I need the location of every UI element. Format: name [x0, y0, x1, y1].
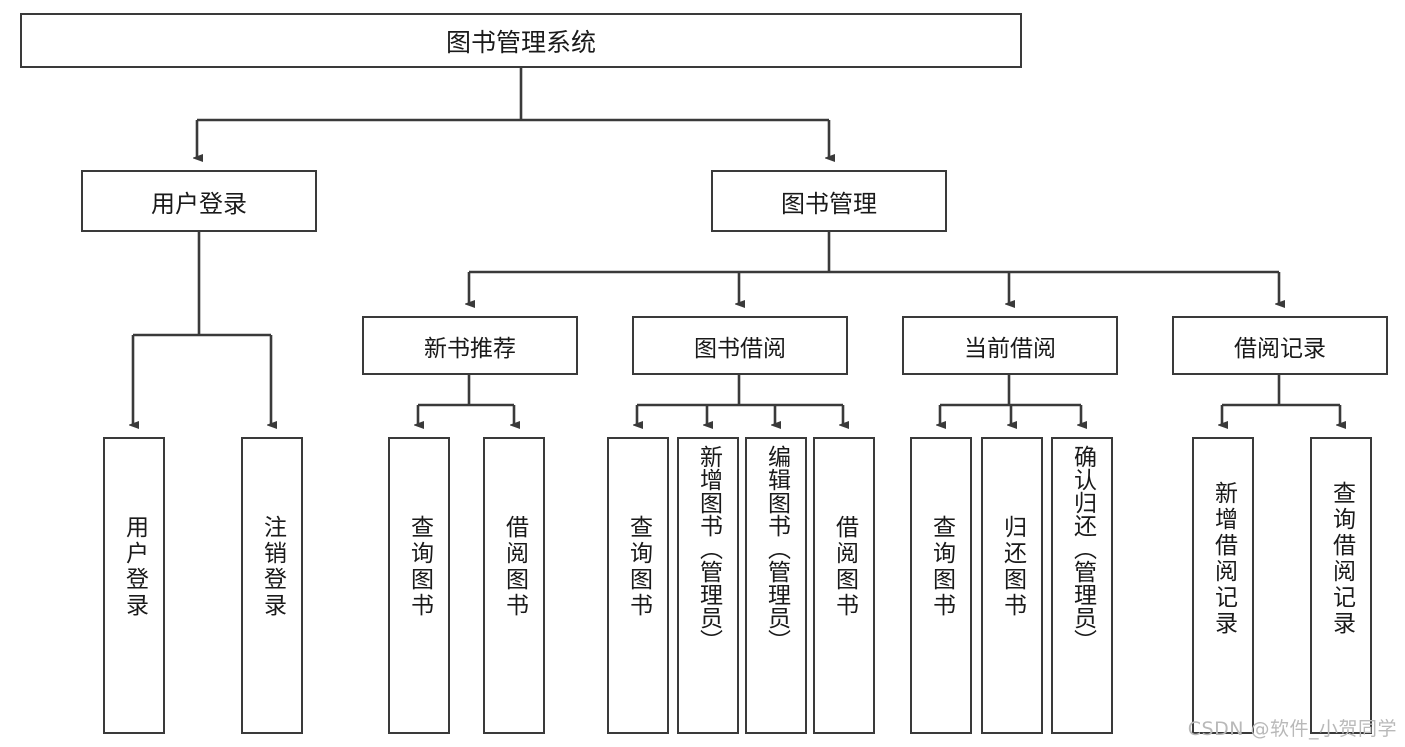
node-level2-0[interactable]: 用户登录 [81, 170, 317, 232]
node-leaf-6-label: 编辑图书（管理员） [763, 445, 790, 652]
node-level3-2[interactable]: 当前借阅 [902, 316, 1118, 375]
node-leaf-8[interactable]: 查询图书 [910, 437, 972, 734]
node-leaf-3-label: 借阅图书 [501, 515, 528, 619]
node-level3-0[interactable]: 新书推荐 [362, 316, 578, 375]
node-leaf-5[interactable]: 新增图书（管理员） [677, 437, 739, 734]
node-level2-1-label: 图书管理 [781, 189, 877, 218]
node-level2-1[interactable]: 图书管理 [711, 170, 947, 232]
node-level3-0-label: 新书推荐 [424, 335, 516, 362]
node-leaf-6[interactable]: 编辑图书（管理员） [745, 437, 807, 734]
node-leaf-9-label: 归还图书 [999, 515, 1026, 619]
node-leaf-9[interactable]: 归还图书 [981, 437, 1043, 734]
node-leaf-1-label: 注销登录 [259, 515, 286, 619]
node-leaf-2-label: 查询图书 [406, 515, 433, 619]
node-level3-3[interactable]: 借阅记录 [1172, 316, 1388, 375]
node-leaf-8-label: 查询图书 [928, 515, 955, 619]
node-root-label: 图书管理系统 [445, 27, 596, 57]
node-leaf-12[interactable]: 查询借阅记录 [1310, 437, 1372, 734]
node-leaf-10-label: 确认归还（管理员） [1069, 445, 1096, 652]
node-level3-2-label: 当前借阅 [964, 335, 1056, 362]
node-level2-0-label: 用户登录 [151, 189, 247, 218]
node-leaf-11[interactable]: 新增借阅记录 [1192, 437, 1254, 734]
node-leaf-5-label: 新增图书（管理员） [695, 445, 722, 652]
node-leaf-0-label: 用户登录 [121, 515, 148, 619]
node-leaf-11-label: 新增借阅记录 [1210, 481, 1237, 637]
node-root[interactable]: 图书管理系统 [20, 13, 1022, 68]
node-leaf-3[interactable]: 借阅图书 [483, 437, 545, 734]
node-leaf-12-label: 查询借阅记录 [1328, 481, 1355, 637]
node-leaf-2[interactable]: 查询图书 [388, 437, 450, 734]
node-level3-1-label: 图书借阅 [694, 335, 786, 362]
node-leaf-7-label: 借阅图书 [831, 515, 858, 619]
node-level3-1[interactable]: 图书借阅 [632, 316, 848, 375]
node-leaf-4[interactable]: 查询图书 [607, 437, 669, 734]
node-leaf-10[interactable]: 确认归还（管理员） [1051, 437, 1113, 734]
node-leaf-1[interactable]: 注销登录 [241, 437, 303, 734]
csdn-watermark: CSDN @软件_小贺同学 [1187, 718, 1397, 740]
node-leaf-4-label: 查询图书 [625, 515, 652, 619]
node-leaf-7[interactable]: 借阅图书 [813, 437, 875, 734]
node-leaf-0[interactable]: 用户登录 [103, 437, 165, 734]
node-level3-3-label: 借阅记录 [1234, 335, 1326, 362]
